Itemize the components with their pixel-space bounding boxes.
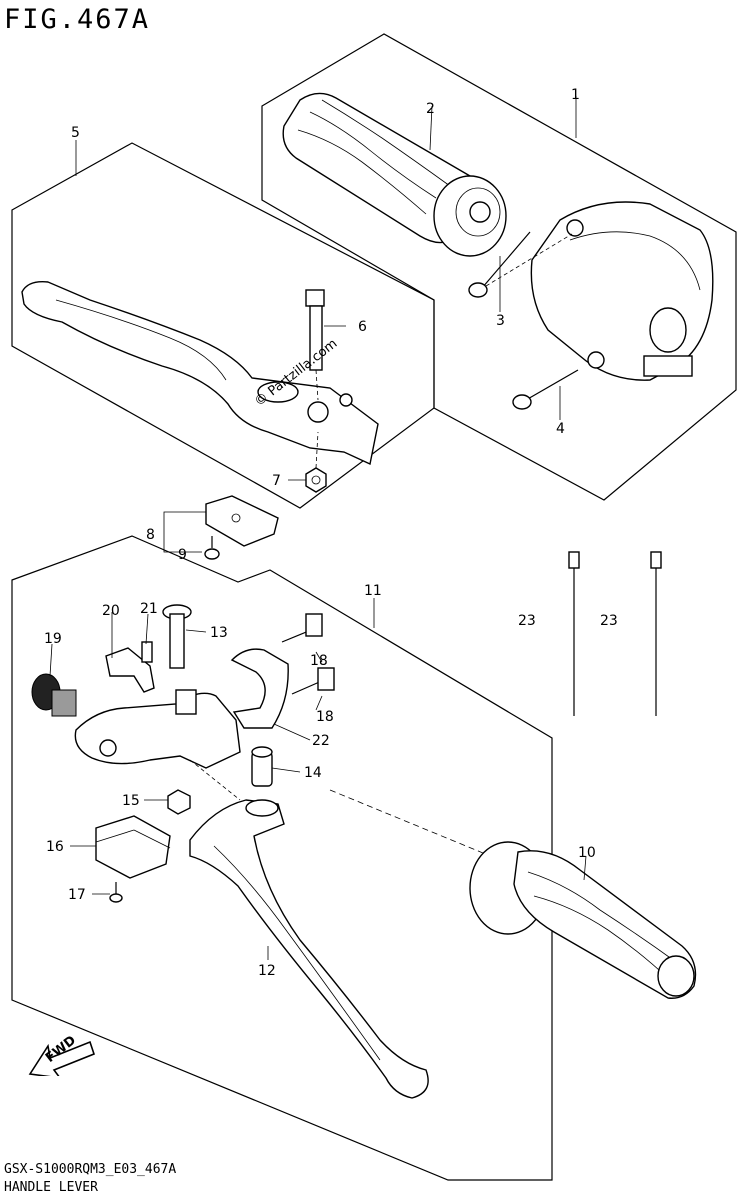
- callout-2: 2: [426, 101, 435, 117]
- callout-20: 20: [102, 603, 120, 619]
- callout-14: 14: [304, 765, 322, 781]
- callout-12: 12: [258, 963, 276, 979]
- bolt-part-18b: [291, 667, 335, 695]
- callout-5: 5: [71, 125, 80, 141]
- group-outline-5: [11, 142, 435, 509]
- callout-18a: 18: [310, 653, 328, 669]
- callout-13: 13: [210, 625, 228, 641]
- group-outline-11: [11, 535, 553, 1181]
- callout-16: 16: [46, 839, 64, 855]
- brake-switch-part-8: [205, 495, 279, 547]
- group-outline-1: [261, 33, 737, 501]
- screw-part-3: [468, 231, 531, 298]
- callout-23a: 23: [518, 613, 536, 629]
- callout-11: 11: [364, 583, 382, 599]
- clamp-part-22: [230, 648, 289, 729]
- spacer-part-14: [251, 746, 273, 787]
- callout-18b: 18: [316, 709, 334, 725]
- nut-part-7: [305, 431, 327, 493]
- callout-8: 8: [146, 527, 155, 543]
- callout-3: 3: [496, 313, 505, 329]
- callout-17: 17: [68, 887, 86, 903]
- callout-6: 6: [358, 319, 367, 335]
- clutch-lever-part: [189, 799, 429, 1099]
- figure-title: FIG.467A: [4, 4, 151, 35]
- brake-lever-part: [21, 281, 379, 466]
- clutch-switch-part-16: [95, 815, 171, 879]
- callout-19: 19: [44, 631, 62, 647]
- screw-part-4: [512, 369, 579, 410]
- callout-1: 1: [571, 87, 580, 103]
- footer-model-code: GSX-S1000RQM3_E03_467A: [4, 1162, 177, 1177]
- callout-15: 15: [122, 793, 140, 809]
- screw-part-9: [204, 536, 220, 560]
- bolt-part-18a: [281, 613, 323, 643]
- bracket-part-20: [105, 647, 155, 693]
- leader-lines: [49, 96, 587, 960]
- pivot-bolt-part-13: [162, 604, 192, 669]
- callout-21: 21: [140, 601, 158, 617]
- callout-9: 9: [178, 547, 187, 563]
- callout-22: 22: [312, 733, 330, 749]
- cable-tie-part-23a: [568, 551, 580, 716]
- screw-part-21: [141, 641, 153, 663]
- callout-7: 7: [272, 473, 281, 489]
- right-grip-part: [282, 92, 507, 257]
- adjuster-knob-part-19: [31, 673, 77, 717]
- callout-10: 10: [578, 845, 596, 861]
- left-grip-part: [469, 841, 697, 999]
- right-switch-housing-part: [530, 201, 714, 381]
- callout-4: 4: [556, 421, 565, 437]
- callout-23b: 23: [600, 613, 618, 629]
- pivot-bolt-part-6: [305, 289, 325, 401]
- footer-section-name: HANDLE LEVER: [4, 1180, 98, 1195]
- nut-part-15: [167, 789, 191, 815]
- clutch-lever-holder: [74, 689, 241, 769]
- cable-tie-part-23b: [650, 551, 662, 716]
- screw-part-17: [109, 882, 123, 903]
